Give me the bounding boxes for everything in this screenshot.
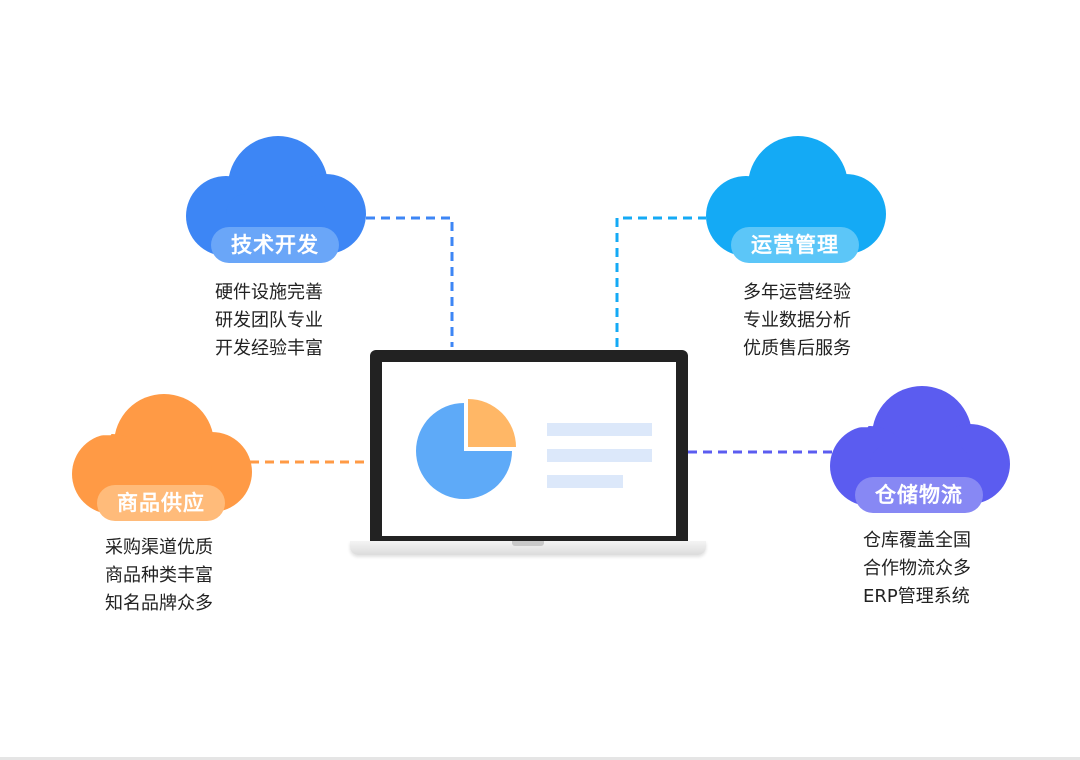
- text-bar-2: [547, 449, 652, 462]
- atom-icon: [710, 142, 748, 172]
- list-item: ERP管理系统: [863, 586, 970, 607]
- code-file-icon: [192, 136, 226, 178]
- laptop: [350, 348, 706, 558]
- list-item: 仓库覆盖全国: [863, 530, 971, 551]
- list-item: 研发团队专业: [215, 310, 323, 331]
- cloud-title: 技术开发: [211, 227, 339, 263]
- pie-chart: [416, 399, 652, 499]
- cloud-title: 商品供应: [97, 485, 225, 521]
- tech-feature-list: 硬件设施完善 研发团队专业 开发经验丰富: [215, 279, 323, 363]
- cloud-supply: 商品供应: [72, 392, 252, 527]
- text-bar-3: [547, 475, 623, 488]
- list-item: 合作物流众多: [863, 558, 971, 579]
- list-item: 多年运营经验: [743, 282, 851, 303]
- warehouse-icon: [833, 388, 873, 428]
- cloud-tech: 技术开发: [186, 134, 366, 269]
- pie-slice-small: [468, 399, 516, 447]
- list-item: 采购渠道优质: [105, 537, 213, 558]
- connector-tech: [366, 216, 454, 347]
- logistics-feature-list: 仓库覆盖全国 合作物流众多 ERP管理系统: [863, 527, 971, 611]
- list-item: 硬件设施完善: [215, 282, 323, 303]
- cloud-ops: 运营管理: [706, 134, 886, 269]
- cloud-logistics: 仓储物流: [830, 384, 1010, 519]
- laptop-screen: [382, 362, 676, 536]
- list-item: 优质售后服务: [743, 338, 851, 359]
- laptop-notch: [512, 541, 544, 546]
- cloud-title: 运营管理: [731, 227, 859, 263]
- list-item: 商品种类丰富: [105, 565, 213, 586]
- list-item: 专业数据分析: [743, 310, 851, 331]
- gift-icon: [75, 398, 115, 436]
- laptop-base: [350, 541, 706, 555]
- text-bar-1: [547, 423, 652, 436]
- list-item: 知名品牌众多: [105, 593, 213, 614]
- bottom-divider: [0, 757, 1080, 760]
- cloud-title: 仓储物流: [855, 477, 983, 513]
- ops-feature-list: 多年运营经验 专业数据分析 优质售后服务: [743, 279, 851, 363]
- supply-feature-list: 采购渠道优质 商品种类丰富 知名品牌众多: [105, 534, 213, 618]
- pie-slice-large: [416, 403, 512, 499]
- list-item: 开发经验丰富: [215, 338, 323, 359]
- connector-ops: [615, 216, 706, 347]
